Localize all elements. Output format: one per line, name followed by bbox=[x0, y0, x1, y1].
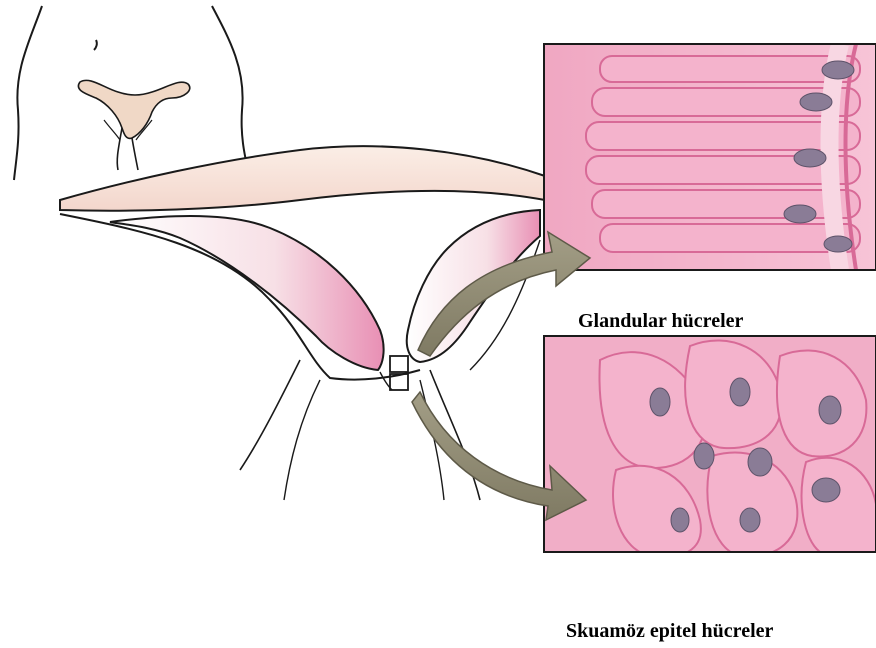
nucleus bbox=[694, 443, 714, 469]
nucleus bbox=[824, 236, 852, 252]
torso-outline bbox=[14, 6, 250, 180]
nucleus bbox=[748, 448, 772, 476]
cervix-cross-section bbox=[60, 146, 545, 500]
squamous-cells-label: Skuamöz epitel hücreler bbox=[566, 620, 773, 643]
uterus-icon bbox=[78, 80, 189, 170]
nucleus bbox=[730, 378, 750, 406]
zoom-box-glandular bbox=[390, 356, 408, 372]
glandular-cells-label: Glandular hücreler bbox=[578, 310, 743, 333]
nucleus bbox=[671, 508, 689, 532]
nucleus bbox=[650, 388, 670, 416]
nucleus bbox=[822, 61, 854, 79]
squamous-cells-panel bbox=[544, 336, 876, 557]
nucleus bbox=[784, 205, 816, 223]
nucleus bbox=[794, 149, 826, 167]
nucleus bbox=[800, 93, 832, 111]
nucleus bbox=[812, 478, 840, 502]
glandular-cells-panel bbox=[544, 44, 876, 270]
nucleus bbox=[740, 508, 760, 532]
nucleus bbox=[819, 396, 841, 424]
